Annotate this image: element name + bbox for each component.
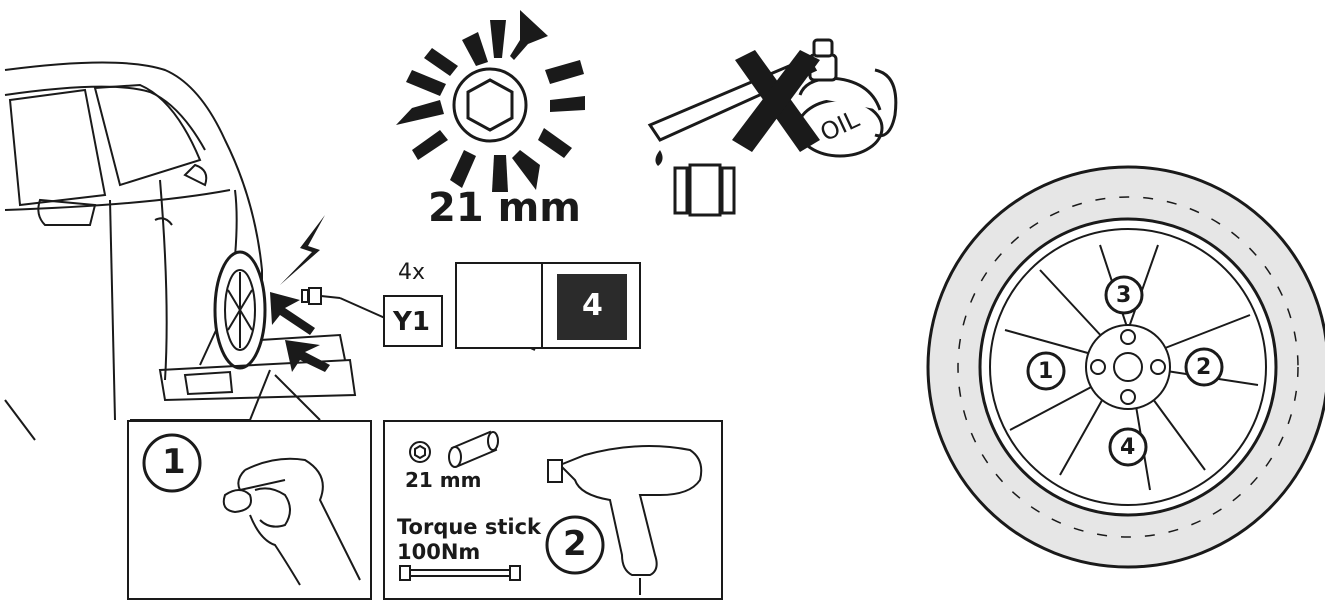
leader-line-y1	[339, 297, 386, 319]
leader-line-step1	[130, 369, 271, 421]
car-wheel	[213, 250, 267, 370]
socket-hex-icon	[452, 67, 528, 143]
socket-burst-rays	[396, 10, 585, 192]
sequence-number-4: 4	[1120, 435, 1136, 460]
part-code-label: Y1	[393, 307, 430, 337]
step2-circle	[545, 515, 605, 575]
inspection-box: 4	[455, 262, 641, 349]
sequence-circle-2	[1184, 347, 1224, 387]
wheel-diagram	[926, 165, 1325, 569]
part-code-box: Y1	[383, 295, 443, 347]
sequence-circles	[1026, 275, 1224, 467]
socket-icon	[409, 441, 431, 463]
wheel-lug-holes	[1090, 329, 1166, 405]
sequence-circle-1	[1026, 351, 1066, 391]
step2-torque-value: 100Nm	[397, 540, 481, 564]
impact-wrench-icon	[547, 445, 703, 595]
sequence-circle-3	[1104, 275, 1144, 315]
box-divider	[541, 264, 543, 347]
car-illustration	[4, 61, 263, 441]
torque-stick-icon	[399, 565, 521, 581]
step2-panel	[383, 420, 723, 600]
sequence-number-2: 2	[1196, 355, 1212, 380]
quantity-label: 4x	[398, 260, 426, 285]
prohibited-cross-icon	[732, 50, 820, 152]
hand-tighten-icon	[222, 457, 361, 586]
step-number-badge: 4	[557, 274, 627, 340]
lug-nut-icon	[673, 163, 736, 217]
leader-line-step1b	[274, 374, 321, 421]
wheel-arrows	[270, 215, 330, 372]
step2-socket-size: 21 mm	[405, 468, 482, 492]
step2-number: 2	[563, 524, 587, 564]
step-number-label: 4	[582, 288, 603, 323]
sequence-circle-4	[1108, 427, 1148, 467]
small-lug-nut-icon	[301, 287, 341, 305]
sequence-number-3: 3	[1116, 283, 1132, 308]
sequence-number-1: 1	[1038, 359, 1054, 384]
deep-socket-icon	[448, 430, 499, 468]
socket-size-label: 21 mm	[428, 185, 581, 231]
step1-number: 1	[162, 442, 186, 482]
jack-stand	[158, 333, 357, 402]
step1-panel	[127, 420, 372, 600]
step2-torque-label: Torque stick	[397, 515, 542, 539]
step1-circle	[142, 433, 202, 493]
